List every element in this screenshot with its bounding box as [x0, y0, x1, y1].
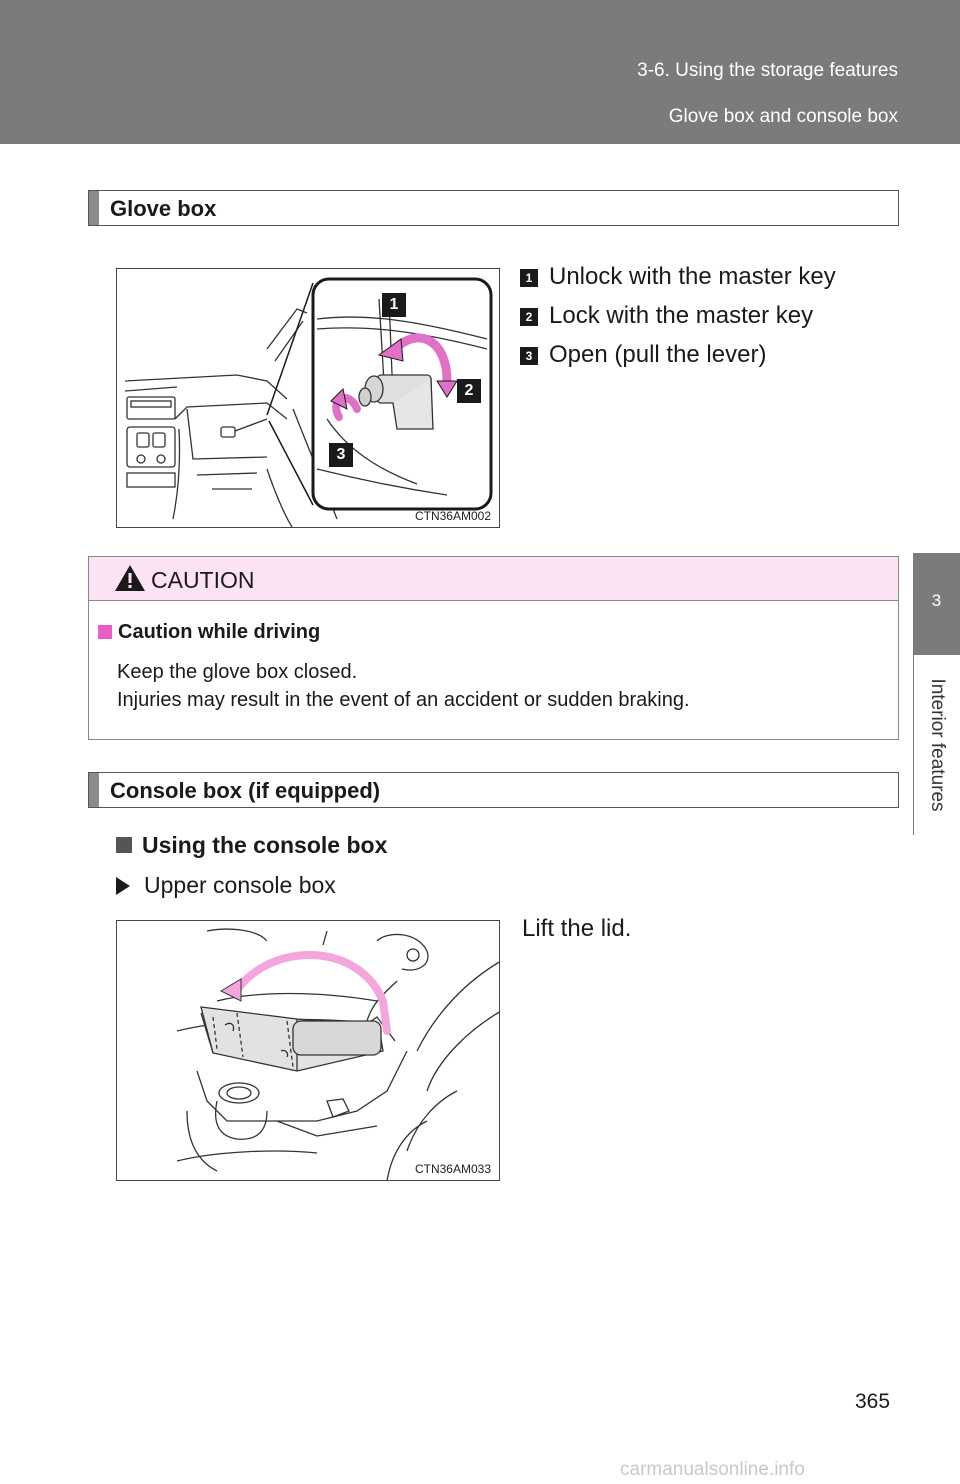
- figure-code-glove-box: CTN36AM002: [414, 509, 491, 523]
- console-box-drawing: [176, 928, 499, 1180]
- figure-callout-1: 1: [382, 293, 406, 317]
- caution-text-line: Injuries may result in the event of an a…: [117, 689, 690, 711]
- square-bullet-icon: [116, 837, 132, 853]
- step-number: 3: [520, 347, 538, 365]
- glove-box-illustration: 1 2 3 CTN36AM002: [116, 268, 500, 528]
- section-heading-console-box-text: Console box (if equipped): [110, 778, 381, 803]
- caution-text-line: Keep the glove box closed.: [117, 661, 358, 683]
- figure-code-console-box: CTN36AM033: [414, 1162, 491, 1176]
- page-number: 365: [855, 1390, 891, 1413]
- console-box-illustration: CTN36AM033: [116, 920, 500, 1181]
- caution-box: CAUTION Caution while driving Keep the g…: [88, 556, 899, 740]
- caution-subheading-text: Caution while driving: [118, 621, 321, 643]
- chapter-number: 3: [913, 553, 960, 655]
- chapter-side-tab: 3 Interior features: [913, 553, 960, 835]
- glove-box-drawing: [124, 277, 493, 527]
- step-number: 1: [520, 269, 538, 287]
- step-text: Lock with the master key: [549, 302, 814, 329]
- section-heading-glove-box: Glove box: [88, 190, 899, 226]
- subheading-text: Using the console box: [142, 832, 388, 858]
- caution-subheading: Caution while driving: [98, 621, 320, 644]
- square-bullet-icon: [98, 625, 112, 639]
- step-item: 1 Unlock with the master key: [520, 262, 900, 301]
- instruction-text: Lift the lid.: [522, 915, 632, 942]
- section-heading-glove-box-text: Glove box: [110, 196, 217, 221]
- caution-title: CAUTION: [151, 567, 255, 593]
- step-text: Open (pull the lever): [549, 341, 767, 368]
- step-number: 2: [520, 308, 538, 326]
- chapter-label: Interior features: [927, 678, 948, 812]
- header-section-title: 3-6. Using the storage features: [637, 60, 898, 81]
- step-item: 2 Lock with the master key: [520, 301, 900, 340]
- bullet-text: Upper console box: [144, 872, 336, 898]
- chapter-label-box: Interior features: [913, 655, 960, 835]
- bullet-upper-console-box: Upper console box: [116, 872, 336, 899]
- caution-header: CAUTION: [89, 557, 898, 601]
- subheading-using-console-box: Using the console box: [116, 832, 387, 859]
- figure-callout-2: 2: [457, 379, 481, 403]
- watermark: carmanualsonline.info: [620, 1459, 805, 1480]
- warning-triangle-icon: [115, 565, 145, 591]
- glove-box-steps: 1 Unlock with the master key 2 Lock with…: [520, 262, 900, 379]
- step-item: 3 Open (pull the lever): [520, 340, 900, 379]
- page-header: 3-6. Using the storage features Glove bo…: [0, 0, 960, 144]
- triangle-bullet-icon: [116, 877, 130, 895]
- section-heading-console-box: Console box (if equipped): [88, 772, 899, 808]
- step-text: Unlock with the master key: [549, 263, 836, 290]
- header-subsection-title: Glove box and console box: [668, 106, 898, 127]
- figure-callout-3: 3: [329, 443, 353, 467]
